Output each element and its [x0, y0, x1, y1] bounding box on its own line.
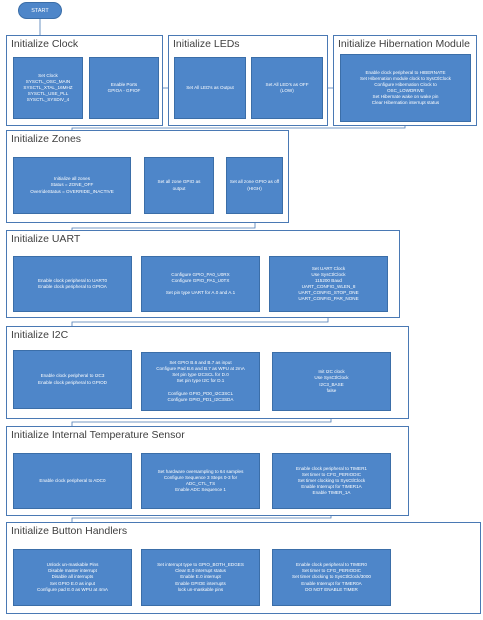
process-text: Init I2C clock Use SysCtlClock I2C3_BASE…	[314, 369, 349, 393]
process-text: Enable clock peripheral to ADC0	[39, 477, 106, 483]
process-box-uart-config: Set UART Clock Use SysCtlClock 115200 Ba…	[269, 256, 388, 312]
process-text: Unlock un-maskable Pins Disable master i…	[37, 562, 108, 592]
section-title: Initialize Clock	[11, 38, 79, 50]
process-text: Set GPIO B.6 and B.7 as input Configure …	[156, 360, 245, 402]
process-box-adc-config: Set hardware oversampling to 64 samples …	[141, 453, 260, 509]
process-box-zones-off: Set all zone GPIO as off (HIGH)	[226, 157, 283, 214]
process-box-enable-ports: Enable Ports GPIOA - GPIOF	[89, 57, 159, 119]
process-box-init-zones: Initialize all zones Status = ZONE_OFF O…	[13, 157, 131, 214]
process-box-zones-output: Set all zone GPIO as output	[144, 157, 214, 214]
process-box-timer1-config: Enable clock peripheral to TIMER1 Set ti…	[272, 453, 391, 509]
process-box-i2c-clock-enable: Enable clock peripheral to I2C3 Enable c…	[13, 350, 132, 409]
process-box-i2c-init: Init I2C clock Use SysCtlClock I2C3_BASE…	[272, 352, 391, 411]
section-title: Initialize I2C	[11, 329, 69, 341]
process-text: Enable Ports GPIOA - GPIOF	[107, 81, 141, 93]
process-text: Enable clock peripheral to UART0 Enable …	[37, 277, 108, 289]
process-text: Initialize all zones Status = ZONE_OFF O…	[30, 176, 114, 194]
process-box-button-gpio: Unlock un-maskable Pins Disable master i…	[13, 549, 132, 606]
section-title: Initialize LEDs	[173, 38, 240, 50]
process-box-leds-output: Set All LED's as Output	[174, 57, 246, 119]
process-text: Set All LED's as Output	[186, 84, 234, 90]
process-text: Set hardware oversampling to 64 samples …	[157, 468, 244, 493]
section-title: Initialize Zones	[11, 133, 82, 145]
process-text: Set Clock SYSCTL_OSC_MAIN SYSCTL_XTAL_16…	[23, 72, 73, 103]
process-box-uart-gpio: Configure GPIO_PA0_U0RX Configure GPIO_P…	[141, 256, 260, 312]
section-title: Initialize UART	[11, 233, 81, 245]
process-box-set-clock: Set Clock SYSCTL_OSC_MAIN SYSCTL_XTAL_16…	[13, 57, 83, 119]
process-box-adc-clock-enable: Enable clock peripheral to ADC0	[13, 453, 132, 509]
process-box-timer0-config: Enable clock peripheral to TIMER0 Set ti…	[272, 549, 391, 606]
process-box-button-interrupts: Set interrupt type to GPIO_BOTH_EDGES Cl…	[141, 549, 260, 606]
process-box-i2c-gpio: Set GPIO B.6 and B.7 as input Configure …	[141, 352, 260, 411]
process-text: Set interrupt type to GPIO_BOTH_EDGES Cl…	[157, 562, 244, 592]
start-node: START	[18, 2, 62, 19]
process-text: Enable clock peripheral to TIMER1 Set ti…	[296, 465, 367, 496]
process-text: Enable clock peripheral to I2C3 Enable c…	[38, 373, 107, 385]
process-box-leds-off: Set All LED's as OFF (LOW)	[251, 57, 323, 119]
process-text: Enable clock peripheral to TIMER0 Set ti…	[292, 562, 371, 592]
section-title: Initialize Hibernation Module	[338, 38, 470, 50]
section-title: Initialize Button Handlers	[11, 525, 128, 537]
process-text: Enable clock peripheral to HIBERNATE Set…	[360, 69, 451, 106]
start-label: START	[31, 7, 49, 14]
process-text: Set UART Clock Use SysCtlClock 115200 Ba…	[298, 265, 359, 302]
process-text: Configure GPIO_PA0_U0RX Configure GPIO_P…	[165, 271, 236, 296]
process-text: Set All LED's as OFF (LOW)	[265, 81, 309, 93]
process-box-uart-clock-enable: Enable clock peripheral to UART0 Enable …	[13, 256, 132, 312]
process-text: Set all zone GPIO as off (HIGH)	[229, 179, 280, 191]
process-text: Set all zone GPIO as output	[157, 179, 201, 191]
process-box-hibernation: Enable clock peripheral to HIBERNATE Set…	[340, 54, 471, 122]
section-title: Initialize Internal Temperature Sensor	[11, 429, 185, 441]
